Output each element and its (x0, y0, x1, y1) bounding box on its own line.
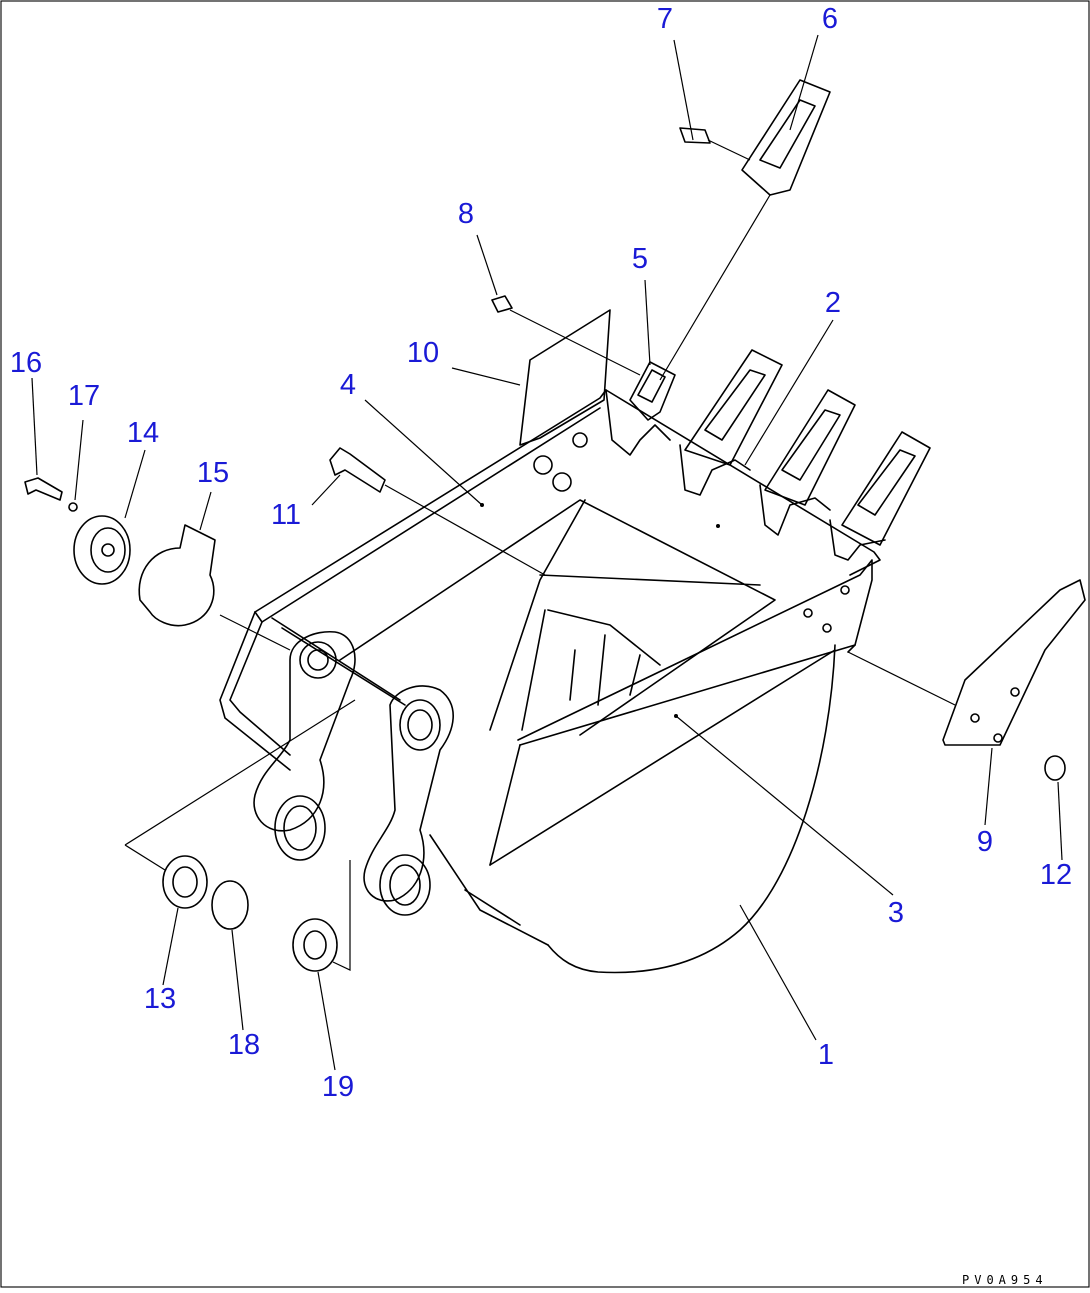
part-7-pin (679, 127, 711, 144)
part-13-bushing (162, 855, 208, 909)
callout-11: 11 (271, 499, 301, 531)
part-6-tooth (741, 79, 831, 196)
callout-3: 3 (888, 897, 904, 929)
callout-10: 10 (407, 337, 439, 369)
callout-13: 13 (144, 983, 176, 1015)
callout-9: 9 (977, 826, 993, 858)
callout-12: 12 (1040, 859, 1072, 891)
part-16-bolt (24, 477, 63, 501)
bucket-body (219, 389, 881, 974)
boss-lugs (253, 630, 454, 916)
part-17-washer (68, 502, 78, 512)
callout-15: 15 (197, 457, 229, 489)
leader-lines (31, 34, 1063, 1071)
callout-8: 8 (458, 198, 474, 230)
part-15-shim (138, 524, 216, 627)
part-12-nut (1044, 755, 1066, 781)
part-9-plate (942, 579, 1086, 746)
part-18-shim (211, 880, 249, 930)
callout-17: 17 (68, 380, 100, 412)
callout-6: 6 (822, 3, 838, 35)
drawing-code: PV0A954 (962, 1273, 1048, 1287)
part-19-shim (292, 918, 338, 972)
bucket-teeth (533, 349, 931, 561)
callout-7: 7 (657, 3, 673, 35)
callout-labels: 1 2 3 4 5 6 7 8 9 10 11 12 13 14 15 16 1… (10, 3, 1072, 1103)
callout-14: 14 (127, 417, 159, 449)
part-11-bolt (329, 447, 386, 493)
callout-19: 19 (322, 1071, 354, 1103)
callout-4: 4 (340, 369, 356, 401)
part-14-ring (73, 515, 131, 585)
callout-1: 1 (818, 1039, 834, 1071)
side-cutter-10 (519, 309, 611, 446)
part-8-lock (491, 295, 513, 313)
callout-18: 18 (228, 1029, 260, 1061)
callout-5: 5 (632, 243, 648, 275)
callout-2: 2 (825, 287, 841, 319)
callout-16: 16 (10, 347, 42, 379)
